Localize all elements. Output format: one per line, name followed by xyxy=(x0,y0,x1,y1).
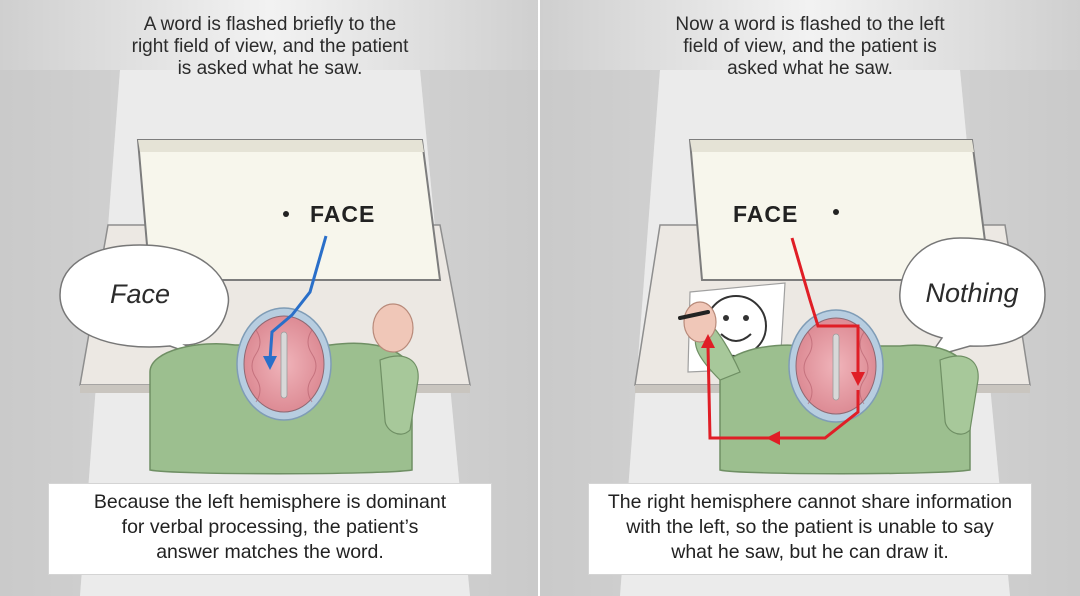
motor-arrowhead xyxy=(701,334,715,348)
patient-arm xyxy=(379,355,419,435)
patient-arm xyxy=(939,355,979,435)
signal-arrow xyxy=(268,235,328,361)
smiley-eye xyxy=(723,315,729,321)
instruction-text: Now a word is flashed to the left field … xyxy=(675,14,945,79)
brain-fold xyxy=(307,329,317,403)
speech-bubble xyxy=(899,237,1046,360)
caption-text: The right hemisphere cannot share inform… xyxy=(588,483,1032,575)
pen xyxy=(678,310,710,320)
screen-word: FACE xyxy=(310,201,375,227)
panel-right-field: FACE Face A word is flashed briefly to t… xyxy=(0,0,540,596)
fixation-dot xyxy=(283,211,289,217)
patient-hand-drawing xyxy=(683,301,717,343)
scene-left: FACE Face xyxy=(0,0,540,596)
speech-bubble xyxy=(59,244,230,363)
patient-hand xyxy=(372,303,414,353)
corpus-callosum-cut xyxy=(832,333,840,401)
panel-left-field: FACE Nothing xyxy=(540,0,1080,596)
speech-text: Face xyxy=(110,279,170,309)
screen-word: FACE xyxy=(733,201,798,227)
motor-arrow xyxy=(706,345,860,440)
screen-top xyxy=(138,140,424,152)
brain-fold xyxy=(251,329,261,403)
speech-text: Nothing xyxy=(925,278,1018,308)
brain-fold xyxy=(859,331,869,405)
signal-arrow xyxy=(790,237,860,376)
caption-text: Because the left hemisphere is dominant … xyxy=(48,483,492,575)
fixation-dot xyxy=(833,209,839,215)
signal-arrowhead xyxy=(851,372,865,386)
signal-arrowhead xyxy=(263,356,277,370)
right-wall xyxy=(420,70,540,596)
motor-arrowhead-mid xyxy=(766,431,780,445)
brain-fold xyxy=(803,331,813,405)
smiley-mouth xyxy=(720,333,752,342)
smiley-eye xyxy=(743,315,749,321)
screen-top xyxy=(690,140,974,152)
corpus-callosum-cut xyxy=(280,331,288,399)
instruction-text: A word is flashed briefly to the right f… xyxy=(131,14,409,79)
